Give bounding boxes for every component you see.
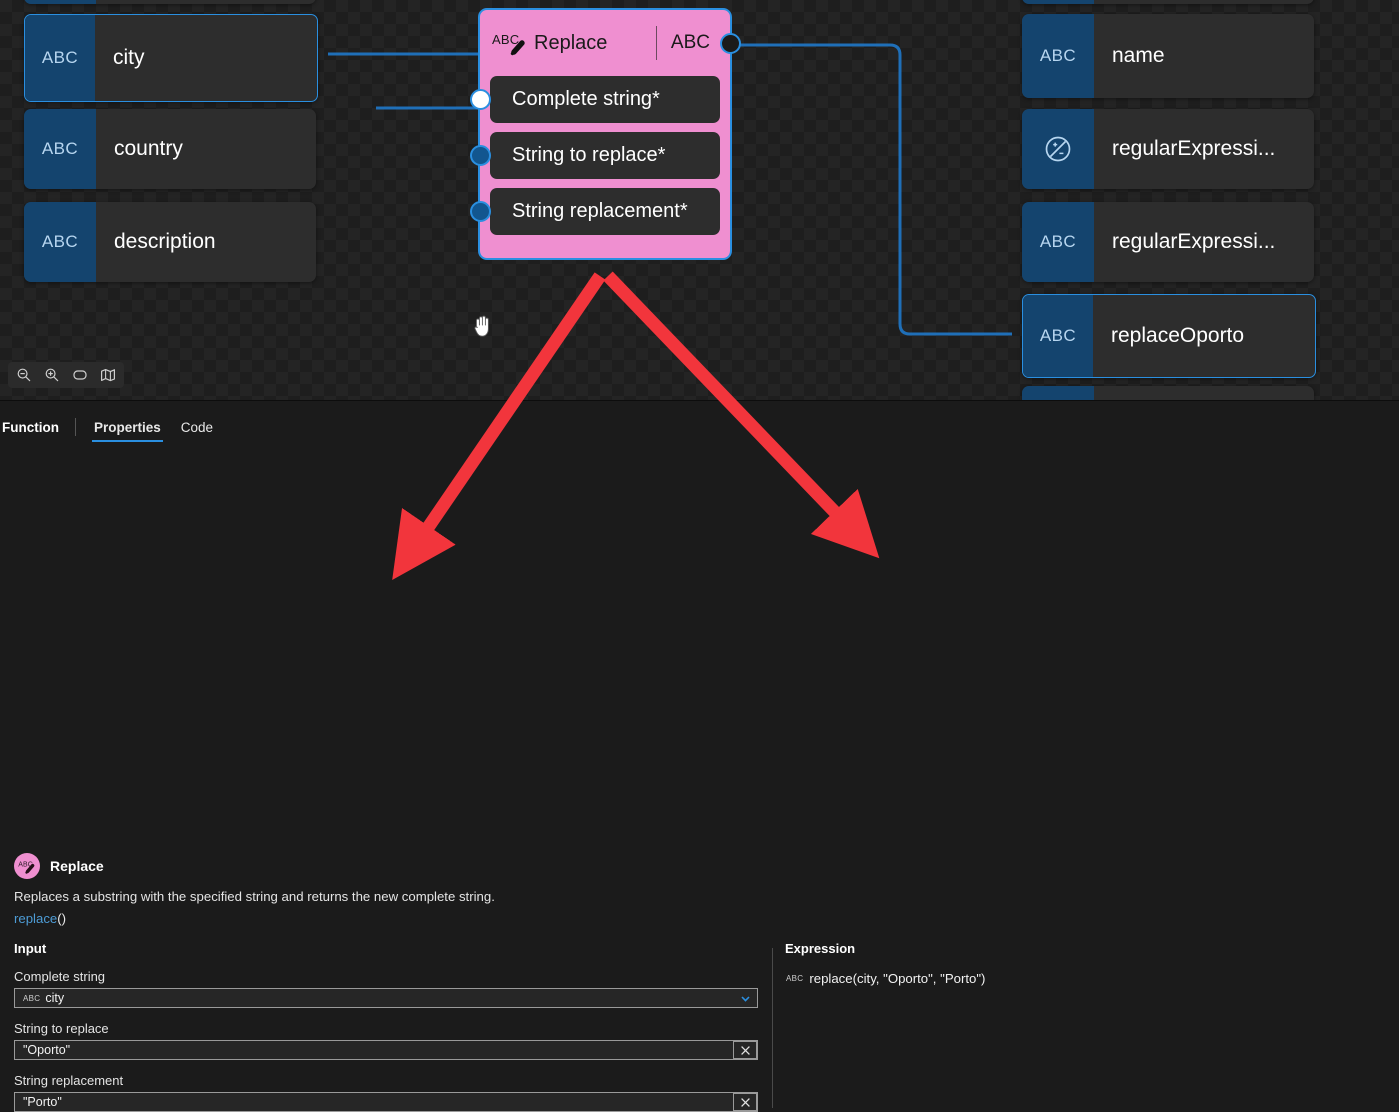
variable-name: [96, 0, 316, 4]
variable-name: replaceOporto: [1111, 324, 1245, 347]
field-value: "Porto": [15, 1095, 733, 1109]
input-row-complete-string[interactable]: Complete string*: [470, 76, 720, 123]
close-icon[interactable]: [733, 1093, 757, 1111]
wire-output-to-replaceoporto: [740, 43, 1012, 336]
input-port-string-replacement[interactable]: [470, 201, 491, 222]
input-row-label: Complete string*: [512, 88, 660, 110]
flow-canvas[interactable]: ABC city ABC country ABC description ABC…: [0, 0, 1399, 400]
field-label: String to replace: [14, 1021, 109, 1036]
chevron-down-icon[interactable]: [733, 989, 757, 1007]
regex-type-icon: [1022, 109, 1094, 189]
type-badge: [1022, 0, 1094, 4]
expression-value: ABC replace(city, "Oporto", "Porto"): [786, 971, 985, 986]
panel-tabs[interactable]: Function Properties Code: [0, 414, 223, 442]
zoom-out-icon[interactable]: [12, 364, 36, 386]
abc-type-icon: ABC: [24, 202, 96, 282]
input-row-label: String to replace*: [512, 144, 666, 166]
field-complete-string: Complete string ABC city: [14, 969, 758, 1008]
variable-card-country[interactable]: ABC country: [24, 109, 316, 189]
field-value: ABC city: [15, 991, 733, 1005]
abc-type-icon: ABC: [1022, 202, 1094, 282]
abc-pencil-icon: ABC: [492, 30, 528, 56]
variable-card-city[interactable]: ABC city: [24, 14, 318, 102]
abc-type-icon: ABC: [1023, 295, 1093, 377]
abc-type-tag: ABC: [786, 974, 804, 983]
field-value-text: city: [45, 991, 65, 1005]
field-input[interactable]: "Porto": [14, 1092, 758, 1112]
field-value-text: "Porto": [23, 1095, 62, 1109]
signature-parens: (): [57, 911, 67, 926]
input-group-label: Input: [14, 941, 47, 956]
variable-name: description: [114, 230, 216, 253]
input-port-complete-string[interactable]: [470, 89, 491, 110]
panel-vertical-divider: [772, 948, 773, 1108]
tab-divider: [75, 418, 76, 436]
field-label: Complete string: [14, 969, 106, 984]
type-badge: [24, 0, 96, 4]
variable-name: regularExpressi...: [1112, 137, 1276, 160]
abc-type-icon: ABC: [24, 109, 96, 189]
variable-card-partial-bottom-right[interactable]: [1022, 386, 1314, 400]
field-string-replacement: String replacement "Porto": [14, 1073, 758, 1112]
variable-name: regularExpressi...: [1112, 230, 1276, 253]
header-divider: [655, 26, 657, 60]
variable-name: city: [113, 46, 145, 69]
variable-card-partial-top-right[interactable]: [1022, 0, 1314, 4]
function-signature: replace(): [14, 911, 66, 926]
canvas-toolbar[interactable]: [8, 362, 124, 388]
variable-name: [1094, 0, 1314, 4]
field-label: String replacement: [14, 1073, 124, 1088]
expression-label: Expression: [785, 941, 856, 956]
expression-text: replace(city, "Oporto", "Porto"): [809, 971, 986, 986]
panel-section-title: Function: [2, 420, 59, 435]
function-description: Replaces a substring with the specified …: [14, 889, 495, 904]
zoom-in-icon[interactable]: [40, 364, 64, 386]
input-port-string-to-replace[interactable]: [470, 145, 491, 166]
function-header: ABC Replace: [14, 853, 104, 879]
field-string-to-replace: String to replace "Oporto": [14, 1021, 758, 1060]
abc-type-icon: ABC: [25, 15, 95, 101]
abc-type-tag: ABC: [23, 993, 41, 1003]
minimap-icon[interactable]: [96, 364, 120, 386]
abc-type-icon: ABC: [1022, 14, 1094, 98]
fit-to-screen-icon[interactable]: [68, 364, 92, 386]
output-port[interactable]: [720, 33, 741, 54]
tab-properties[interactable]: Properties: [84, 420, 171, 442]
field-value-text: "Oporto": [23, 1043, 71, 1057]
signature-keyword: replace: [14, 911, 58, 926]
variable-name: country: [114, 137, 183, 160]
function-node-output-type: ABC: [670, 32, 710, 53]
variable-card-regular-expression-string[interactable]: ABC regularExpressi...: [1022, 202, 1314, 282]
tab-code[interactable]: Code: [180, 420, 214, 435]
function-node-replace[interactable]: ABC Replace ABC Complete string* String …: [470, 8, 741, 260]
input-row-string-replacement[interactable]: String replacement*: [470, 188, 720, 235]
field-input[interactable]: ABC city: [14, 988, 758, 1008]
properties-panel: Function Properties Code ABC Replace Rep…: [0, 400, 1399, 1112]
abc-pencil-icon: ABC: [14, 853, 40, 879]
type-badge: [1022, 386, 1094, 400]
field-input[interactable]: "Oporto": [14, 1040, 758, 1060]
variable-card-description[interactable]: ABC description: [24, 202, 316, 282]
function-node-title: Replace: [534, 31, 608, 54]
input-row-label: String replacement*: [512, 200, 688, 222]
input-row-string-to-replace[interactable]: String to replace*: [470, 132, 720, 179]
function-node-header: ABC Replace ABC: [480, 10, 741, 76]
variable-card-regular-expression-number[interactable]: regularExpressi...: [1022, 109, 1314, 189]
variable-name: name: [1112, 44, 1165, 67]
panel-top-divider: [0, 400, 1399, 401]
close-icon[interactable]: [733, 1041, 757, 1059]
svg-text:ABC: ABC: [492, 32, 519, 47]
grab-hand-cursor: [472, 313, 494, 344]
variable-card-partial-top-left[interactable]: [24, 0, 316, 4]
function-name: Replace: [50, 858, 104, 874]
variable-card-replaceoporto[interactable]: ABC replaceOporto: [1022, 294, 1316, 378]
field-value: "Oporto": [15, 1043, 733, 1057]
variable-name: [1094, 386, 1314, 400]
variable-card-name[interactable]: ABC name: [1022, 14, 1314, 98]
